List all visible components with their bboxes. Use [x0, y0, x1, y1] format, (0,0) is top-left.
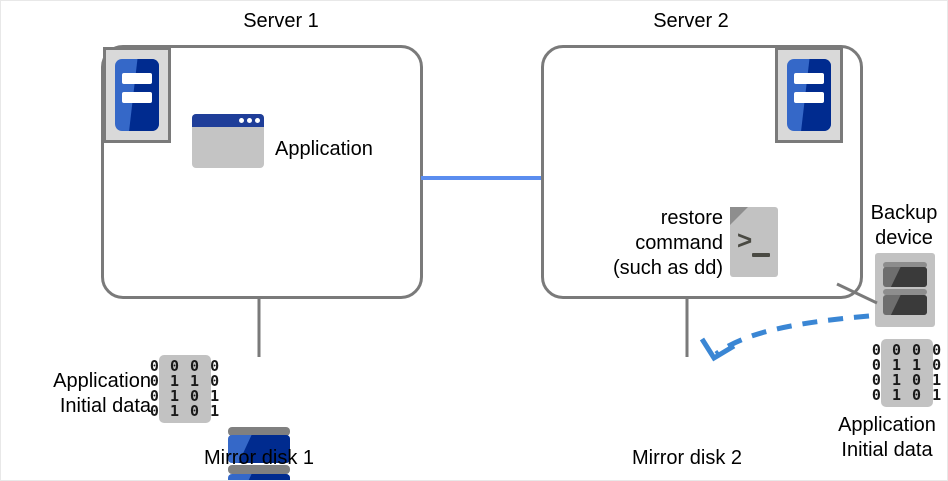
- server-icon-bar-1: [122, 73, 152, 84]
- backup-disk-body-2: [883, 295, 927, 315]
- server-icon-bar-2: [794, 92, 824, 103]
- server-icon-glyph: [787, 59, 831, 131]
- binary-row: 0 1 1 0: [149, 372, 221, 390]
- window-dot-3: [255, 118, 260, 123]
- initial-data-right-line-2: Initial data: [841, 439, 933, 461]
- binary-row: 0 1 1 0: [871, 356, 943, 374]
- disk-body-2: [228, 474, 290, 480]
- disk-body-1: [228, 435, 290, 463]
- mirror-disk-2-label: Mirror disk 2: [631, 447, 742, 469]
- restore-command-line-1: restore: [660, 207, 723, 229]
- backup-device-link-line: [836, 282, 878, 305]
- server-interconnect-line: [421, 176, 543, 180]
- window-dot-2: [247, 118, 252, 123]
- binary-data-icon: 0 0 0 0 0 1 1 0 0 1 0 1 0 1 0 1: [150, 355, 219, 423]
- server-icon: [103, 47, 171, 143]
- disk-cap-2: [228, 465, 290, 474]
- application-label: Application: [275, 138, 373, 160]
- server1-title: Server 1: [243, 10, 319, 32]
- backup-device-icon: [875, 253, 935, 327]
- initial-data-left-line-2: Initial data: [59, 395, 151, 417]
- backup-device-label-1: Backup: [870, 202, 938, 224]
- binary-row: 0 1 0 1: [149, 387, 221, 405]
- binary-row: 0 0 0 0: [149, 357, 221, 375]
- initial-data-left-line-1: Application: [53, 370, 151, 392]
- binary-row: 0 1 0 1: [871, 371, 943, 389]
- restore-arrow-head: [699, 337, 736, 362]
- server-icon-bar-2: [122, 92, 152, 103]
- restore-dashed-arrow: [714, 313, 870, 356]
- binary-data-icon: 0 0 0 0 0 1 1 0 0 1 0 1 0 1 0 1: [872, 339, 941, 407]
- script-prompt-underscore: [752, 253, 770, 257]
- backup-disk-body-1: [883, 267, 927, 287]
- script-fold-corner: [730, 207, 748, 225]
- server2-title: Server 2: [653, 10, 729, 32]
- restore-command-line-3: (such as dd): [612, 257, 723, 279]
- mirror-disk-1-icon: [228, 427, 290, 480]
- restore-command-line-2: command: [635, 232, 723, 254]
- disk-cap-1: [228, 427, 290, 436]
- application-window-titlebar: [192, 114, 264, 127]
- backup-disk-glyph: [883, 262, 927, 318]
- backup-disk-cap-1: [883, 262, 927, 268]
- initial-data-right-line-1: Application: [838, 414, 936, 436]
- script-file-icon: >: [730, 207, 778, 277]
- window-dot-1: [239, 118, 244, 123]
- binary-row: 0 1 0 1: [871, 386, 943, 404]
- server-icon-bar-1: [794, 73, 824, 84]
- binary-row: 0 0 0 0: [871, 341, 943, 359]
- server-icon-glyph: [115, 59, 159, 131]
- server-icon: [775, 47, 843, 143]
- application-window-icon: [192, 114, 264, 168]
- backup-disk-cap-2: [883, 289, 927, 295]
- binary-row: 0 1 0 1: [149, 402, 221, 420]
- script-prompt-chevron: >: [737, 225, 753, 255]
- backup-device-label-2: device: [875, 227, 933, 249]
- mirror-disk-1-label: Mirror disk 1: [203, 447, 314, 469]
